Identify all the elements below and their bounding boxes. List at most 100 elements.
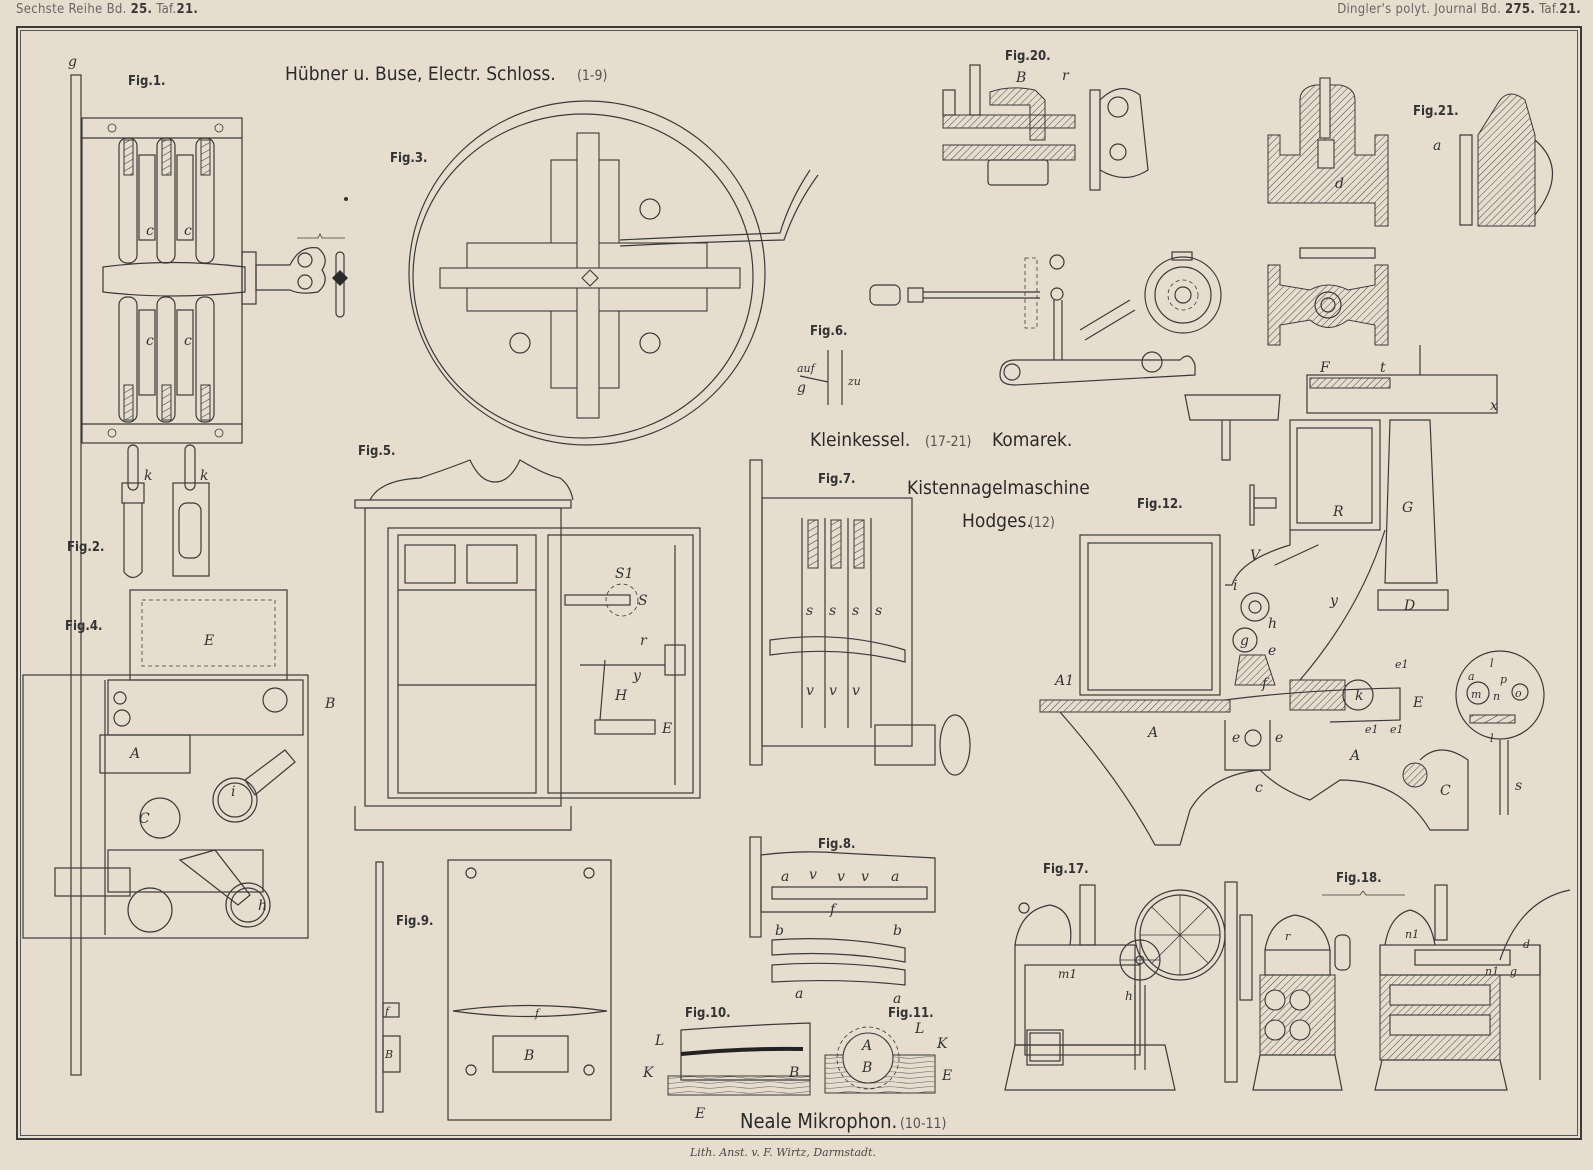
part-label: auf — [797, 362, 817, 375]
part-label: V — [1250, 548, 1262, 564]
part-label: n1 — [1405, 928, 1419, 941]
part-label: B — [384, 1048, 393, 1061]
part-label: b — [775, 923, 784, 939]
figure-4-label: Fig.4. — [65, 619, 102, 634]
part-label: g — [797, 380, 806, 396]
title-mic-figs: (10-11) — [900, 1116, 946, 1132]
part-label: v — [806, 683, 814, 699]
title-lock-figs: (1-9) — [577, 68, 607, 84]
part-label: E — [941, 1068, 952, 1084]
title-nailing-machine: Kistennagelmaschine Hodges. (12) — [907, 477, 1090, 532]
plate-header-right: Dingler's polyt. Journal Bd. 275. Taf.21… — [1337, 2, 1581, 17]
part-label: m — [1471, 688, 1481, 701]
part-label: c — [146, 223, 154, 239]
part-label: s — [852, 603, 859, 619]
figure-7: Fig.7. s s s s v v v — [749, 459, 971, 776]
tumbler-upper — [118, 137, 215, 264]
plate-number-right: 21. — [1559, 2, 1581, 17]
part-label: E — [1412, 695, 1423, 711]
part-label: v — [852, 683, 860, 699]
part-label: A — [860, 1038, 872, 1054]
part-label: s — [829, 603, 836, 619]
part-label: B — [861, 1060, 872, 1076]
figure-3-label: Fig.3. — [390, 151, 427, 166]
part-label: a — [891, 869, 899, 885]
part-label: s — [806, 603, 813, 619]
figure-17-label: Fig.17. — [1043, 862, 1089, 877]
part-label: r — [640, 633, 648, 649]
title-small-boiler: Kleinkessel. (17-21) Komarek. — [810, 429, 1072, 451]
part-label: h — [258, 898, 267, 914]
title-nailer-figs: (12) — [1029, 515, 1055, 531]
part-label: a — [893, 991, 901, 1007]
part-label: e — [1232, 730, 1240, 746]
figure-12: Fig.12. F t x R G D V A1 A i g h e — [1039, 345, 1545, 846]
part-label: i — [231, 784, 235, 800]
part-label: C — [1440, 783, 1451, 799]
part-label: A1 — [1053, 673, 1074, 689]
part-label: y — [632, 668, 642, 684]
part-label: e1 — [1365, 723, 1379, 736]
part-label: e — [1268, 643, 1276, 659]
figure-3: Fig.3. — [390, 100, 819, 446]
title-nailer-line2: Hodges. — [962, 510, 1032, 532]
plate-prefix-left: Taf. — [156, 2, 177, 17]
part-label: i — [1233, 578, 1237, 594]
tumbler-lower — [118, 296, 215, 423]
part-label: l — [1490, 732, 1494, 745]
part-label: zu — [847, 375, 861, 388]
part-label: h — [1125, 989, 1133, 1003]
part-label: g — [68, 54, 77, 70]
figure-7-label: Fig.7. — [818, 472, 855, 487]
figure-8-label: Fig.8. — [818, 837, 855, 852]
title-boiler-text: Kleinkessel. — [810, 429, 910, 451]
part-label: F — [1319, 360, 1331, 376]
figure-2: Fig.2. k k — [67, 444, 210, 579]
figure-5-label: Fig.5. — [358, 444, 395, 459]
part-label: B — [788, 1065, 799, 1081]
part-label: S — [638, 593, 648, 609]
part-label: f — [534, 1007, 541, 1020]
part-label: L — [914, 1021, 924, 1037]
figure-1: Fig.1. g c — [68, 54, 348, 1076]
part-label: K — [642, 1065, 655, 1081]
part-label: R — [1332, 504, 1344, 520]
title-electric-lock: Hübner u. Buse, Electr. Schloss. (1-9) — [285, 63, 607, 85]
part-label: a — [795, 986, 803, 1002]
lithographer-credit: Lith. Anst. v. F. Wirtz, Darmstadt. — [690, 1146, 876, 1159]
title-nailer-line1: Kistennagelmaschine — [907, 477, 1090, 499]
part-label: g — [1240, 633, 1249, 649]
title-mic-text: Neale Mikrophon. — [740, 1109, 897, 1133]
figure-9-label: Fig.9. — [396, 914, 433, 929]
part-label: B — [1015, 70, 1026, 86]
figure-21 — [869, 251, 1281, 461]
part-label: s — [1515, 778, 1522, 794]
figure-20-label: Fig.21. — [1413, 104, 1459, 119]
part-label: E — [661, 721, 672, 737]
figure-8: Fig.8. a v v v a f b b a a — [749, 836, 936, 1007]
part-label: x — [1490, 398, 1498, 414]
part-label: A — [1146, 725, 1158, 741]
figure-6-label: Fig.6. — [810, 324, 847, 339]
part-label: k — [1355, 688, 1363, 704]
part-label: d — [1523, 938, 1530, 951]
part-label: e1 — [1395, 658, 1409, 671]
title-boiler-author: Komarek. — [992, 429, 1072, 451]
key-shaft — [102, 261, 246, 297]
part-label: g — [1510, 965, 1517, 978]
part-label: a — [1433, 138, 1441, 154]
figure-11-label: Fig.11. — [888, 1006, 934, 1021]
part-label: B — [523, 1048, 534, 1064]
figure-18-label: Fig.18. — [1336, 871, 1382, 886]
part-label: E — [694, 1106, 705, 1122]
series-volume: 25. — [130, 2, 153, 17]
part-label: A — [1348, 748, 1360, 764]
part-label: f — [384, 1005, 391, 1018]
part-label: e — [1275, 730, 1283, 746]
part-label: p — [1500, 673, 1507, 686]
part-label: d — [1335, 176, 1344, 192]
figure-19: Fig.20. B r — [942, 49, 1149, 191]
figure-19-label: Fig.20. — [1005, 49, 1051, 64]
part-label: E — [203, 633, 214, 649]
